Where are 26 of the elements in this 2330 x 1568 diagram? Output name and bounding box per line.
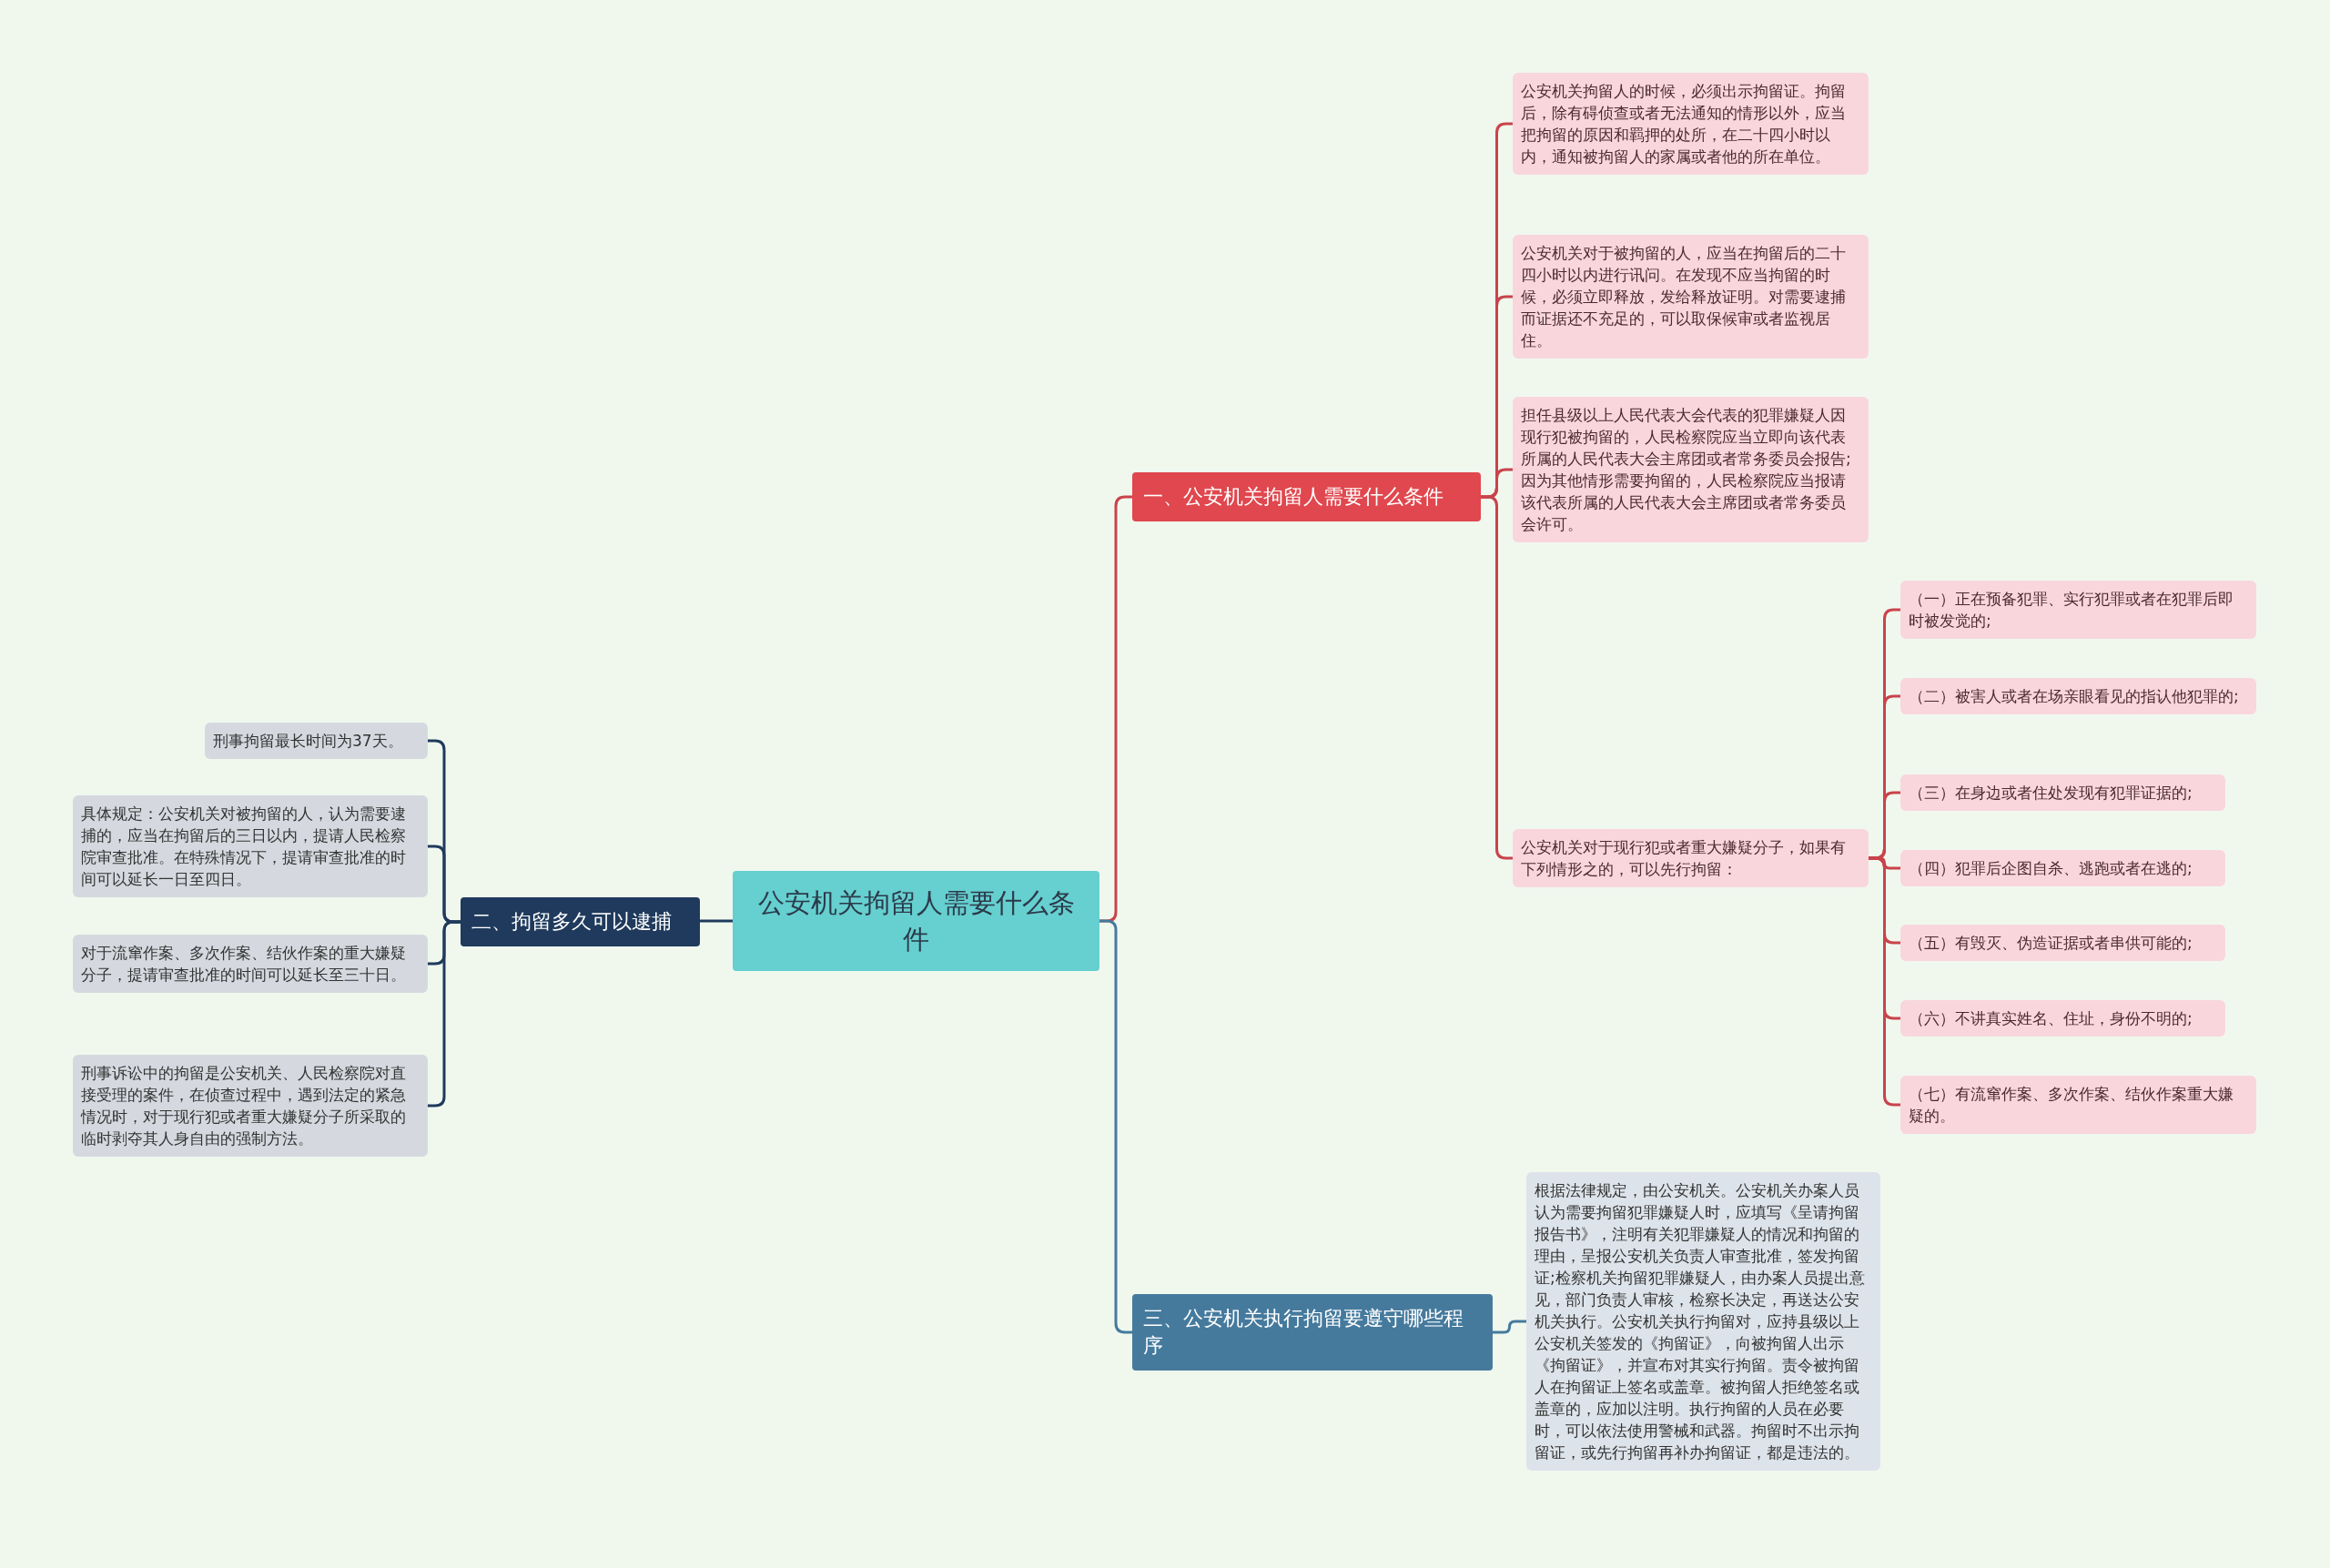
leaf-note: （四）犯罪后企图自杀、逃跑或者在逃的; (1900, 850, 2225, 886)
leaf-note: 根据法律规定，由公安机关。公安机关办案人员认为需要拘留犯罪嫌疑人时，应填写《呈请拘留报告书》，注明有关犯罪嫌疑人的情况和拘留的理由，呈报公安机关负责人审查批准，签发拘留证;检察机关拘留犯罪嫌疑人，由办案人员提出意见，部门负责人审核，检察长决定，再送达公安机关执行。公安机关执行拘留对，应持县级以上公安机关签发的《拘留证》，向被拘留人出示《拘留证》，并宣布对其实行拘留。责令被拘留人在拘留证上签名或盖章。被拘留人拒绝签名或盖章的，应加以注明。执行拘留的人员在必要时，可以依法使用警械和武器。拘留时不出示拘留证，或先行拘留再补办拘留证，都是违法的。 (1526, 1172, 1880, 1471)
branch-topic: 三、公安机关执行拘留要遵守哪些程序 (1132, 1294, 1493, 1371)
leaf-note: （七）有流窜作案、多次作案、结伙作案重大嫌疑的。 (1900, 1076, 2256, 1134)
branch-topic: 一、公安机关拘留人需要什么条件 (1132, 472, 1481, 521)
leaf-note: 公安机关对于被拘留的人，应当在拘留后的二十四小时以内进行讯问。在发现不应当拘留的时候，必须立即释放，发给释放证明。对需要逮捕而证据还不充足的，可以取保候审或者监视居住。 (1513, 235, 1869, 359)
connector (700, 919, 733, 923)
leaf-note: （五）有毁灭、伪造证据或者串供可能的; (1900, 925, 2225, 961)
central-topic: 公安机关拘留人需要什么条件 (733, 871, 1099, 971)
connector (1099, 919, 1132, 1334)
connector (1493, 1320, 1526, 1334)
leaf-note: 公安机关拘留人的时候，必须出示拘留证。拘留后，除有碍侦查或者无法通知的情形以外，应当把拘留的原因和羁押的处所，在二十四小时以内，通知被拘留人的家属或者他的所在单位。 (1513, 73, 1869, 175)
leaf-note: （三）在身边或者住处发现有犯罪证据的; (1900, 774, 2225, 811)
connector (1869, 856, 1900, 1107)
leaf-note: （一）正在预备犯罪、实行犯罪或者在犯罪后即时被发觉的; (1900, 581, 2256, 639)
leaf-note: （六）不讲真实姓名、住址，身份不明的; (1900, 1000, 2225, 1037)
leaf-note: 担任县级以上人民代表大会代表的犯罪嫌疑人因现行犯被拘留的，人民检察院应当立即向该代表所属的人民代表大会主席团或者常务委员会报告;因为其他情形需要拘留的，人民检察院应当报请该代表所属的人民代表大会主席团或者常务委员会许可。 (1513, 397, 1869, 542)
connector (428, 920, 461, 1108)
leaf-note: 对于流窜作案、多次作案、结伙作案的重大嫌疑分子，提请审查批准的时间可以延长至三十日。 (73, 935, 428, 993)
leaf-note: 具体规定：公安机关对被拘留的人，认为需要逮捕的，应当在拘留后的三日以内，提请人民检察院审查批准。在特殊情况下，提请审查批准的时间可以延长一日至四日。 (73, 795, 428, 897)
leaf-note: （二）被害人或者在场亲眼看见的指认他犯罪的; (1900, 678, 2256, 714)
leaf-note: 刑事诉讼中的拘留是公安机关、人民检察院对直接受理的案件，在侦查过程中，遇到法定的紧急情况时，对于现行犯或者重大嫌疑分子所采取的临时剥夺其人身自由的强制方法。 (73, 1055, 428, 1157)
connector (1481, 495, 1513, 860)
leaf-note: 公安机关对于现行犯或者重大嫌疑分子，如果有下列情形之的，可以先行拘留： (1513, 829, 1869, 887)
branch-topic: 二、拘留多久可以逮捕 (461, 897, 700, 946)
leaf-note: 刑事拘留最长时间为37天。 (205, 723, 428, 759)
